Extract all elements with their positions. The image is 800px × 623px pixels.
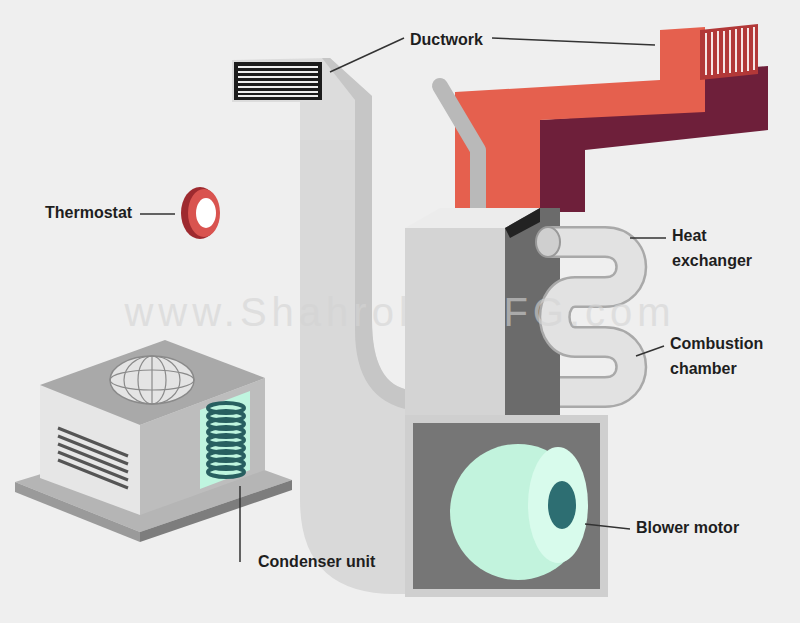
- part-label: Heat exchanger: [672, 224, 772, 274]
- leader-line: [140, 213, 175, 215]
- heat-exchanger-tubes: [536, 227, 560, 257]
- condenser-symbol: [58, 460, 128, 488]
- supply-duct: [723, 31, 725, 73]
- condenser-symbol: [124, 356, 180, 404]
- leader-line: [585, 524, 630, 529]
- thermostat-symbol: [196, 198, 216, 228]
- leader-line: [636, 346, 664, 356]
- return-duct: [238, 66, 318, 68]
- leader-line: [239, 486, 241, 562]
- blower-cabinet: [548, 481, 576, 529]
- supply-duct: [717, 31, 719, 74]
- furnace-cabinet: [405, 86, 560, 420]
- supply-duct: [747, 28, 749, 71]
- supply-duct: [729, 30, 731, 73]
- condenser-symbol: [151, 356, 152, 404]
- condenser-symbol: [15, 340, 292, 542]
- condenser-symbol: [208, 467, 244, 477]
- return-duct: [232, 58, 372, 140]
- blower-cabinet: [528, 447, 588, 563]
- thermostat-symbol: [181, 187, 220, 239]
- leader-line: [630, 237, 666, 239]
- part-label: Combustion chamber: [670, 332, 782, 382]
- supply-duct: [705, 33, 707, 75]
- condenser-symbol: [58, 452, 128, 480]
- return-duct: [238, 86, 318, 88]
- watermark: www.ShahrokhiMFG.com: [0, 288, 800, 336]
- leader-line: [492, 38, 655, 45]
- condenser-symbol: [110, 356, 194, 404]
- condenser-symbol: [58, 428, 128, 456]
- return-duct: [234, 62, 322, 100]
- supply-duct: [455, 24, 768, 214]
- supply-duct: [706, 27, 754, 75]
- return-duct: [238, 71, 318, 73]
- furnace-cabinet: [440, 86, 478, 216]
- furnace-cabinet: [505, 208, 540, 238]
- supply-duct: [753, 27, 755, 70]
- blower-cabinet: [413, 423, 600, 589]
- condenser-symbol: [110, 356, 194, 404]
- part-label: Thermostat: [45, 200, 132, 226]
- blower-cabinet: [405, 415, 608, 597]
- leader-line: [330, 38, 404, 72]
- supply-duct: [735, 29, 737, 72]
- supply-duct: [711, 32, 713, 75]
- return-duct: [322, 58, 372, 140]
- thermostat-symbol: [188, 189, 220, 237]
- blower-cabinet: [405, 415, 608, 597]
- part-label: Blower motor: [636, 515, 739, 541]
- return-duct: [238, 91, 318, 93]
- supply-duct: [455, 27, 705, 214]
- return-duct: [238, 67, 318, 96]
- return-duct: [300, 100, 410, 594]
- condenser-symbol: [138, 356, 166, 404]
- condenser-symbol: [208, 403, 244, 477]
- part-label: Condenser unit: [258, 549, 375, 575]
- return-duct: [238, 81, 318, 83]
- thermostat-symbol: [181, 187, 219, 239]
- return-duct: [238, 95, 318, 97]
- supply-duct: [741, 28, 743, 72]
- supply-duct: [700, 24, 758, 80]
- return-duct: [238, 76, 318, 78]
- part-label: Ductwork: [410, 27, 483, 53]
- return-duct: [355, 100, 410, 410]
- condenser-symbol: [200, 391, 250, 489]
- condenser-symbol: [58, 428, 128, 488]
- condenser-symbol: [58, 436, 128, 464]
- condenser-symbol: [40, 340, 265, 425]
- condenser-symbol: [58, 444, 128, 472]
